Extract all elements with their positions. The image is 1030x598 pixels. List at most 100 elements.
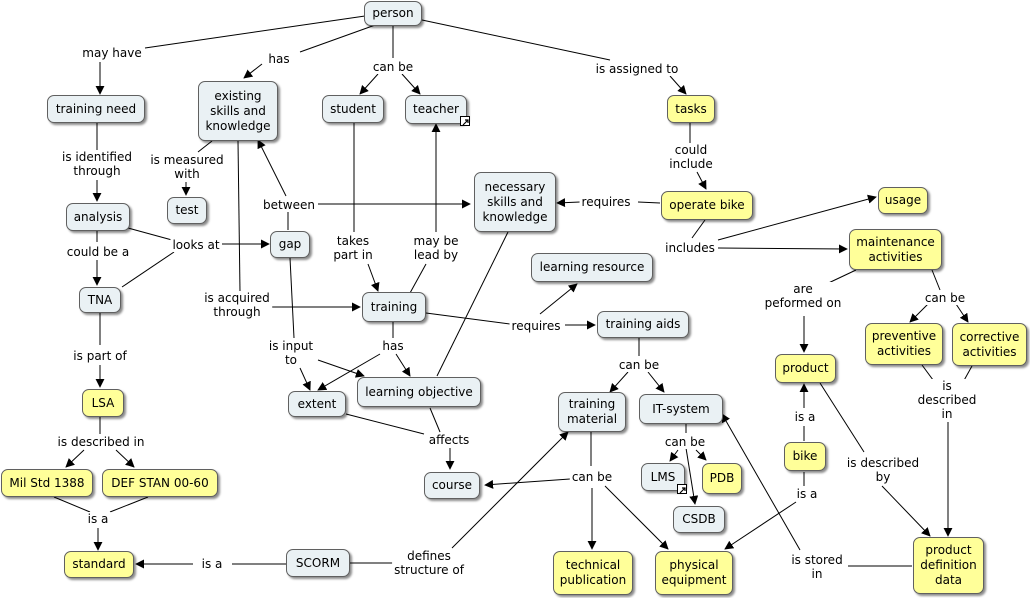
node-product-definition-data[interactable]: product definition data bbox=[913, 537, 984, 594]
link-is-described-by: is described by bbox=[844, 456, 922, 484]
edge-defines-material bbox=[451, 431, 569, 549]
link-is-stored-in: is stored in bbox=[789, 553, 845, 581]
node-tna[interactable]: TNA bbox=[79, 287, 121, 313]
external-link-icon[interactable] bbox=[677, 484, 687, 494]
edge-person-assigned bbox=[421, 19, 611, 61]
link-looks-at: looks at bbox=[170, 238, 222, 252]
node-operate-bike[interactable]: operate bike bbox=[661, 191, 753, 220]
edge-existing-measured bbox=[197, 140, 213, 153]
edge-describedby-pdd bbox=[881, 485, 931, 537]
node-corrective[interactable]: corrective activities bbox=[952, 323, 1027, 366]
edge-assigned-tasks bbox=[669, 75, 687, 95]
node-maintenance[interactable]: maintenance activities bbox=[849, 229, 942, 270]
node-lsa[interactable]: LSA bbox=[82, 389, 124, 417]
edge-has-existing bbox=[243, 63, 263, 79]
edge-existing-acquired bbox=[237, 140, 241, 293]
node-gap[interactable]: gap bbox=[270, 231, 310, 258]
node-course[interactable]: course bbox=[424, 472, 480, 499]
node-existing-skills[interactable]: existing skills and knowledge bbox=[198, 81, 278, 141]
edge-can-preventive bbox=[909, 303, 929, 323]
link-is-a: is a bbox=[794, 487, 820, 501]
node-preventive[interactable]: preventive activities bbox=[865, 323, 943, 365]
node-extent[interactable]: extent bbox=[288, 391, 346, 417]
link-can-be: can be bbox=[616, 358, 662, 372]
edge-can-equipment bbox=[604, 485, 669, 550]
link-is-measured-with: is measured with bbox=[148, 153, 226, 181]
edge-could-operate bbox=[696, 171, 707, 190]
edge-takes-training bbox=[367, 263, 380, 292]
edge-person-may-have bbox=[144, 15, 366, 49]
node-person[interactable]: person bbox=[364, 1, 422, 26]
edge-necessary-objective bbox=[436, 231, 509, 377]
node-it-system[interactable]: IT-system bbox=[639, 394, 723, 424]
node-training-material[interactable]: training material bbox=[558, 392, 626, 432]
edge-analysis-looks bbox=[127, 227, 173, 241]
edge-described-milstd bbox=[65, 449, 85, 468]
node-standard[interactable]: standard bbox=[64, 551, 134, 578]
node-def-stan[interactable]: DEF STAN 00-60 bbox=[102, 469, 218, 497]
node-training[interactable]: training bbox=[362, 292, 426, 322]
link-is-described-in: is described in bbox=[915, 379, 979, 421]
node-pdb[interactable]: PDB bbox=[702, 463, 742, 494]
edge-operate-requires bbox=[637, 201, 661, 204]
edge-has-objective bbox=[395, 353, 411, 377]
edge-can-be-student bbox=[359, 73, 379, 95]
edge-training-may bbox=[409, 263, 427, 294]
edge-can-be-teacher bbox=[401, 73, 421, 95]
edge-requires-resource bbox=[539, 283, 578, 315]
edge-maintenance-can bbox=[931, 269, 941, 291]
link-has: has bbox=[266, 52, 292, 66]
link-may-have: may have bbox=[80, 46, 144, 60]
node-analysis[interactable]: analysis bbox=[66, 203, 130, 231]
edge-described-defstan bbox=[115, 449, 135, 468]
node-training-need[interactable]: training need bbox=[47, 95, 145, 123]
edge-can-corrective bbox=[955, 303, 969, 323]
link-is-input-to: is input to bbox=[266, 339, 316, 367]
edge-product-describedby bbox=[819, 382, 865, 453]
link-is-a: is a bbox=[792, 410, 818, 424]
edge-defstan-isa bbox=[109, 496, 149, 513]
node-necessary-skills[interactable]: necessary skills and knowledge bbox=[474, 172, 556, 232]
link-is-identified-through: is identified through bbox=[60, 150, 134, 178]
edge-isa2-equipment bbox=[724, 501, 797, 550]
edge-can-itsystem bbox=[647, 371, 665, 393]
edge-extent-affects bbox=[345, 413, 425, 435]
edge-can-material bbox=[609, 371, 629, 393]
node-teacher[interactable]: teacher bbox=[405, 95, 467, 124]
link-is-a: is a bbox=[199, 557, 225, 571]
link-can-be: can be bbox=[922, 291, 968, 305]
node-learning-resource[interactable]: learning resource bbox=[531, 253, 653, 282]
node-tasks[interactable]: tasks bbox=[667, 95, 715, 123]
edge-gap-input bbox=[289, 257, 295, 339]
node-product[interactable]: product bbox=[775, 354, 836, 383]
link-is-described-in: is described in bbox=[55, 435, 147, 449]
node-physical-equipment[interactable]: physical equipment bbox=[655, 551, 733, 595]
node-usage[interactable]: usage bbox=[878, 187, 928, 214]
link-may-be-lead-by: may be lead by bbox=[411, 234, 461, 262]
link-takes-part-in: takes part in bbox=[331, 234, 375, 262]
link-could-include: could include bbox=[667, 143, 715, 171]
edge-has-extent bbox=[317, 353, 381, 391]
node-technical-publication[interactable]: technical publication bbox=[553, 551, 633, 595]
link-has: has bbox=[380, 339, 406, 353]
node-scorm[interactable]: SCORM bbox=[286, 549, 350, 577]
edge-input-objective bbox=[317, 359, 365, 378]
link-requires: requires bbox=[509, 319, 563, 333]
node-csdb[interactable]: CSDB bbox=[673, 506, 725, 533]
external-link-icon[interactable] bbox=[460, 116, 470, 126]
node-mil-std[interactable]: Mil Std 1388 bbox=[1, 469, 93, 497]
node-test[interactable]: test bbox=[167, 197, 207, 224]
edge-input-extent bbox=[299, 367, 311, 391]
link-includes: includes bbox=[663, 241, 717, 255]
node-training-aids[interactable]: training aids bbox=[597, 311, 689, 338]
link-is-a: is a bbox=[85, 512, 111, 526]
link-affects: affects bbox=[426, 433, 472, 447]
edge-can-lms bbox=[669, 449, 679, 462]
edge-training-requires bbox=[425, 312, 511, 325]
link-can-be: can be bbox=[370, 60, 416, 74]
node-learning-objective[interactable]: learning objective bbox=[357, 377, 481, 407]
node-student[interactable]: student bbox=[322, 95, 384, 123]
node-bike[interactable]: bike bbox=[784, 442, 826, 471]
link-between: between bbox=[261, 198, 317, 212]
